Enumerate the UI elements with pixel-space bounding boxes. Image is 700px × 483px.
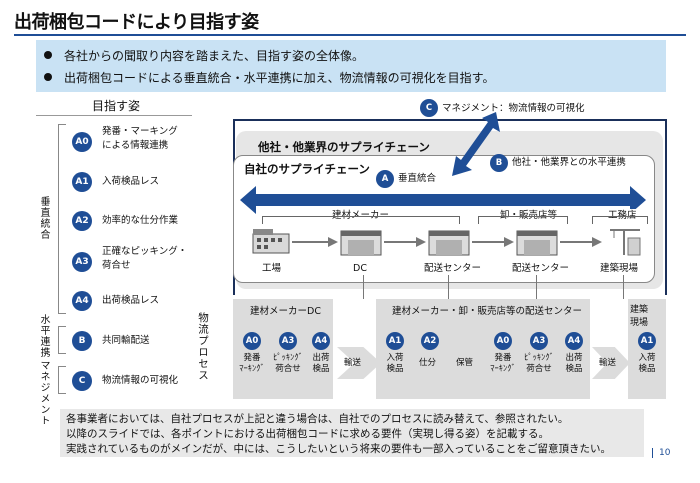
node-delivery-center-1: 配送センター: [424, 263, 482, 274]
group-label-vertical: 垂直統合: [38, 196, 49, 240]
bullet-text: 出荷梱包コードによる垂直統合・水平連携に加え、物流情報の可視化を目指す。: [64, 70, 495, 85]
connector-line: [448, 275, 449, 299]
badge-a2: A2: [72, 211, 92, 231]
title-divider: [14, 34, 686, 36]
legend-item-a1: 入荷検品レス: [102, 176, 160, 187]
page-title: 出荷梱包コードにより目指す姿: [14, 12, 259, 33]
company-builder: 工務店: [606, 209, 639, 223]
bracket-maker: [262, 216, 460, 224]
badge-c: C: [72, 371, 92, 391]
step-badge-a3: A3: [279, 332, 297, 350]
legend-divider: [36, 115, 192, 116]
legend-item-a4: 出荷検品レス: [102, 295, 160, 306]
bullet-dot-icon: [44, 51, 52, 59]
step-badge-a1: A1: [386, 332, 404, 350]
node-dc: DC: [353, 263, 367, 274]
badge-horizontal-b: B: [490, 154, 508, 172]
company-maker: 建材メーカー: [330, 209, 392, 223]
step-numbering: 発番 ﾏｰｷﾝｸﾞ: [490, 353, 516, 375]
group-label-management: マネジメント: [38, 360, 49, 426]
legend-item-a0: 発番・マーキング による情報連携: [102, 126, 178, 151]
badge-a4: A4: [72, 291, 92, 311]
step-shipping-inspection: 出荷 検品: [312, 353, 330, 375]
step-transport: 輸送: [599, 358, 617, 368]
management-label: マネジメント：物流情報の可視化: [442, 103, 585, 114]
bullet-item: 各社からの聞取り内容を踏まえた、目指す姿の全体像。: [40, 44, 666, 66]
footnote-line: 以降のスライドでは、各ポイントにおける出荷梱包コードに求める要件（実現し得る姿）…: [66, 428, 549, 441]
step-badge-a4: A4: [565, 332, 583, 350]
step-transport: 輸送: [344, 358, 362, 368]
connector-line: [623, 275, 624, 299]
step-badge-a1: A1: [638, 332, 656, 350]
vertical-integration-text: 垂直統合: [398, 173, 437, 185]
other-chain-title: 他社・他業界のサプライチェーン: [258, 140, 430, 154]
summary-box: 各社からの聞取り内容を踏まえた、目指す姿の全体像。 出荷梱包コードによる垂直統合…: [36, 40, 666, 92]
badge-management-c: C: [420, 99, 438, 117]
section-maker-dc-title: 建材メーカーDC: [250, 306, 321, 317]
vertical-integration-label: A 垂直統合: [373, 170, 440, 188]
legend-item-b: 共同輸配送: [102, 335, 150, 346]
footnote-line: 実践されているものがメインだが、中には、こうしたいという将来の要件も一部入ってい…: [66, 443, 611, 456]
step-badge-a0: A0: [243, 332, 261, 350]
warehouse-icon: [340, 230, 382, 256]
badge-a3: A3: [72, 252, 92, 272]
badge-a0: A0: [72, 132, 92, 152]
bracket-wholesale: [478, 216, 568, 224]
bracket-vertical: [58, 124, 66, 314]
section-site-title: 建築 現場: [630, 305, 649, 329]
flow-arrow-icon: [292, 237, 338, 247]
bullet-dot-icon: [44, 73, 52, 81]
group-label-horizontal: 水平連携: [38, 314, 49, 358]
step-picking: ﾋﾟｯｷﾝｸﾞ 荷合せ: [524, 353, 554, 375]
badge-vertical-a: A: [376, 170, 394, 188]
horizontal-link-label: B 他社・他業界との水平連携: [490, 154, 626, 172]
step-badge-a2: A2: [421, 332, 439, 350]
vertical-integration-arrow: [240, 186, 646, 214]
warehouse-icon: [428, 230, 470, 256]
step-sorting: 仕分: [419, 358, 437, 368]
flow-arrow-icon: [560, 237, 602, 247]
footnote-line: 各事業者においては、自社プロセスが上記と違う場合は、自社でのプロセスに読み替えて…: [66, 413, 569, 425]
horizontal-link-text: 他社・他業界との水平連携: [512, 157, 626, 169]
legend-item-a3: 正確なピッキング・ 荷合せ: [102, 246, 188, 271]
node-construction-site: 建築現場: [600, 263, 639, 274]
badge-a1: A1: [72, 172, 92, 192]
bracket-horizontal: [58, 326, 66, 354]
company-wholesale: 卸・販売店等: [498, 209, 560, 223]
page-number: 10: [652, 448, 670, 458]
step-receiving-inspection: 入荷 検品: [638, 353, 656, 375]
flow-arrow-icon: [384, 237, 426, 247]
bullet-text: 各社からの聞取り内容を踏まえた、目指す姿の全体像。: [64, 48, 365, 63]
warehouse-icon: [516, 230, 558, 256]
badge-b: B: [72, 331, 92, 351]
step-badge-a3: A3: [530, 332, 548, 350]
flow-arrow-icon: [472, 237, 514, 247]
node-delivery-center-2: 配送センター: [512, 263, 570, 274]
legend-item-a2: 効率的な仕分作業: [102, 215, 179, 226]
horizontal-link-arrow: [452, 112, 500, 176]
footnote-box: 各事業者においては、自社プロセスが上記と違う場合は、自社でのプロセスに読み替えて…: [60, 409, 644, 457]
step-badge-a0: A0: [494, 332, 512, 350]
own-chain-title: 自社のサプライチェーン: [244, 162, 370, 176]
bullet-item: 出荷梱包コードによる垂直統合・水平連携に加え、物流情報の可視化を目指す。: [40, 66, 666, 88]
connector-line: [536, 275, 537, 299]
legend-header: 目指す姿: [92, 99, 141, 113]
step-receiving-inspection: 入荷 検品: [386, 353, 404, 375]
bracket-management: [58, 366, 66, 394]
step-numbering: 発番 ﾏｰｷﾝｸﾞ: [239, 353, 265, 375]
node-factory: 工場: [262, 263, 282, 274]
step-shipping-inspection: 出荷 検品: [565, 353, 583, 375]
construction-site-icon: [610, 229, 641, 256]
factory-icon: [252, 229, 290, 254]
bracket-builder: [592, 216, 648, 224]
section-delivery-centers: [376, 299, 590, 399]
process-label: 物流プロセス: [197, 312, 209, 381]
section-delivery-centers-title: 建材メーカー・卸・販売店等の配送センター: [392, 306, 583, 317]
step-storage: 保管: [456, 358, 474, 368]
connector-line: [363, 275, 364, 299]
step-badge-a4: A4: [312, 332, 330, 350]
own-chain-panel: [233, 155, 655, 283]
step-picking: ﾋﾟｯｷﾝｸﾞ 荷合せ: [273, 353, 303, 375]
legend-item-c: 物流情報の可視化: [102, 375, 179, 386]
